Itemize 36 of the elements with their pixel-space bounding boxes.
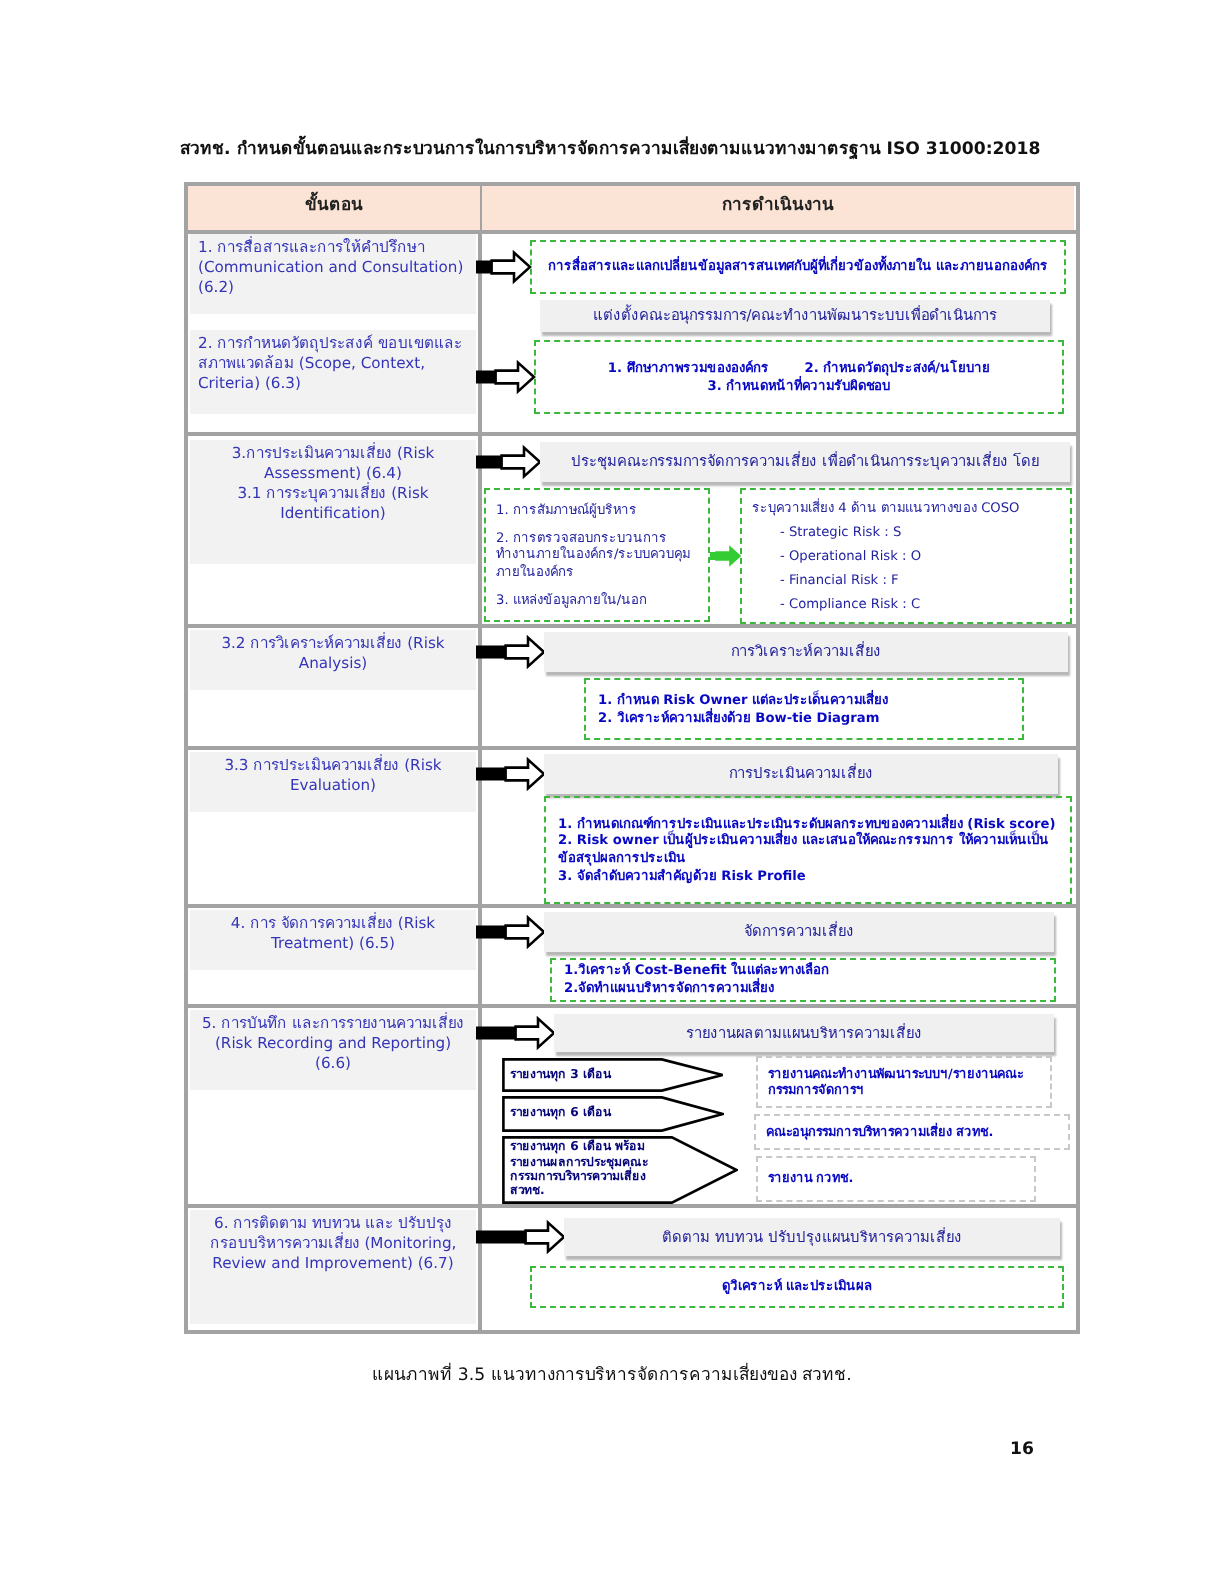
dashed-action-box (484, 488, 710, 622)
shaded-action-bar (544, 754, 1058, 794)
step-panel (190, 1210, 476, 1324)
dashed-action-box (550, 958, 1056, 1002)
dashed-action-box (584, 678, 1024, 740)
step-panel (190, 752, 476, 812)
diagram-title: สวทช. กำหนดขั้นตอนและกระบวนการในการบริหารจัดการความเสี่ยงตามแนวทางมาตรฐาน ISO 31000:2018 (180, 140, 1080, 163)
step-panel (190, 1010, 476, 1090)
dashed-report-box (754, 1114, 1070, 1150)
dashed-action-box (534, 340, 1064, 414)
header-band (482, 186, 1074, 230)
step-panel (190, 330, 476, 414)
shaded-action-bar (554, 1014, 1054, 1052)
dashed-report-box (756, 1056, 1052, 1108)
dashed-action-box (530, 240, 1066, 294)
shaded-action-bar (544, 912, 1054, 952)
step-panel (190, 910, 476, 970)
column-heading: ขั้นตอน (305, 196, 363, 220)
shaded-action-bar (544, 632, 1068, 672)
shaded-action-bar (564, 1218, 1060, 1256)
pentagon-tag (502, 1058, 724, 1092)
step-panel (190, 440, 476, 564)
page-number: 16 (1010, 1440, 1034, 1460)
figure-caption: แผนภาพที่ 3.5 แนวทางการบริหารจัดการความเสี่ยงของ สวทช. (370, 1360, 854, 1388)
shaded-action-bar (540, 300, 1050, 332)
pentagon-tag (502, 1136, 738, 1204)
dashed-action-box (740, 488, 1072, 624)
shaded-action-bar (540, 442, 1070, 482)
dashed-report-box (756, 1156, 1036, 1202)
pentagon-tag (502, 1096, 724, 1132)
dashed-action-box (544, 796, 1072, 904)
column-heading: การดำเนินงาน (722, 196, 834, 220)
dashed-action-box (530, 1266, 1064, 1308)
step-panel (190, 630, 476, 690)
step-panel (190, 234, 476, 314)
header-band (188, 186, 480, 230)
